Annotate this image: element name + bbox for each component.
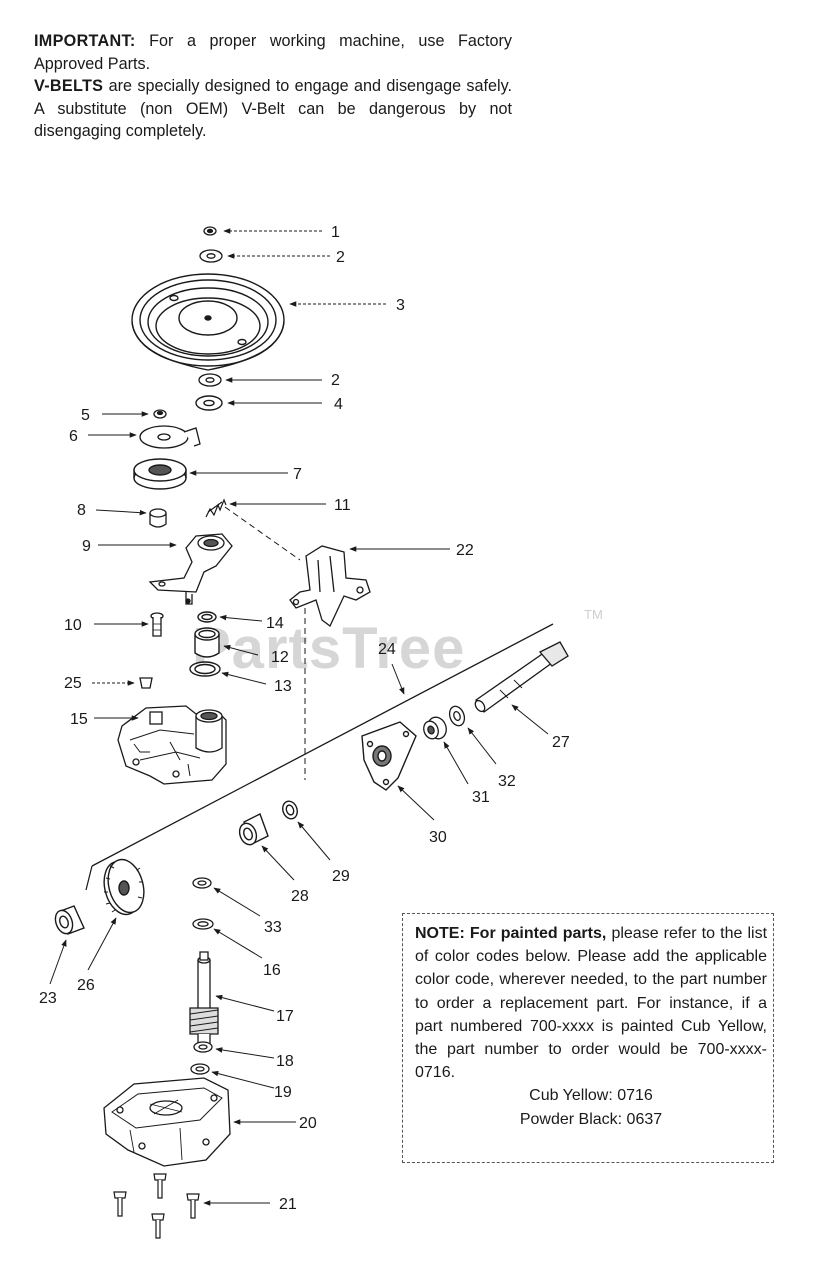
part-housing-20 <box>103 1077 231 1167</box>
part-idler-arm-9 <box>148 533 233 605</box>
note-label: NOTE: <box>415 925 465 942</box>
callout-12: 12 <box>271 649 289 666</box>
part-bushing-28 <box>238 813 269 846</box>
screw-c <box>186 1193 200 1219</box>
part-nut-1 <box>203 226 217 236</box>
callout-23: 23 <box>39 990 57 1007</box>
callout-18: 18 <box>276 1053 294 1070</box>
note-label-painted: For painted parts, <box>469 925 607 942</box>
part-bolt-10 <box>150 612 164 637</box>
note-paragraph: NOTE: For painted parts, please refer to… <box>415 922 767 1084</box>
part-washer-4 <box>195 395 223 411</box>
callout-2-top: 2 <box>336 249 345 266</box>
callout-13: 13 <box>274 678 292 695</box>
callout-25: 25 <box>64 675 82 692</box>
callout-7: 7 <box>293 466 302 483</box>
watermark-text: PartsTree <box>192 616 465 681</box>
part-bearing-7 <box>133 458 187 490</box>
color-code-cub-yellow: Cub Yellow: 0716 <box>529 1087 653 1105</box>
callout-1: 1 <box>331 224 340 241</box>
callout-19: 19 <box>274 1084 292 1101</box>
watermark-tm: TM <box>584 607 603 622</box>
assembly-line-spring <box>224 506 301 561</box>
part-bushing-12 <box>194 627 220 658</box>
callout-30: 30 <box>429 829 447 846</box>
callout-5: 5 <box>81 407 90 424</box>
part-collar-31 <box>423 716 447 740</box>
part-washer-32 <box>448 705 466 727</box>
part-ring-14 <box>197 611 217 623</box>
callout-28: 28 <box>291 888 309 905</box>
note-text: please refer to the list of color codes … <box>415 925 768 1082</box>
important-label: IMPORTANT: <box>34 32 136 50</box>
part-plate-30 <box>361 721 417 791</box>
callout-17: 17 <box>276 1008 294 1025</box>
screw-a <box>153 1173 167 1199</box>
part-washer-18 <box>193 1041 213 1053</box>
callout-31: 31 <box>472 789 490 806</box>
callout-21: 21 <box>279 1196 297 1213</box>
screw-b <box>113 1191 127 1217</box>
callout-9: 9 <box>82 538 91 555</box>
part-washer-16 <box>192 918 214 930</box>
part-washer-2-bottom <box>198 373 222 387</box>
callout-14: 14 <box>266 615 284 632</box>
callout-27: 27 <box>552 734 570 751</box>
intro-text: IMPORTANT: For a proper working machine,… <box>34 30 512 143</box>
shaft-axis-line-end <box>85 865 93 891</box>
callout-32: 32 <box>498 773 516 790</box>
vbelts-text: are specially designed to engage and dis… <box>34 77 512 141</box>
screw-d <box>151 1213 165 1239</box>
part-plug-25 <box>139 677 153 689</box>
part-spring-11 <box>205 498 227 518</box>
part-washer-33 <box>192 877 212 889</box>
callout-10: 10 <box>64 617 82 634</box>
painted-parts-note: NOTE: For painted parts, please refer to… <box>402 913 774 1163</box>
callout-2-bottom: 2 <box>331 372 340 389</box>
callout-11: 11 <box>334 497 351 514</box>
callout-6: 6 <box>69 428 78 445</box>
callout-24: 24 <box>378 641 396 658</box>
part-bracket-6 <box>139 425 201 449</box>
color-code-powder-black: Powder Black: 0637 <box>519 1110 663 1128</box>
callout-15: 15 <box>70 711 88 728</box>
important-text: For a proper working machine, use Factor… <box>34 32 513 73</box>
part-pulley-3 <box>131 273 285 371</box>
callout-26: 26 <box>77 977 95 994</box>
callout-4: 4 <box>334 396 343 413</box>
vbelts-label: V-BELTS <box>34 77 104 96</box>
part-housing-15 <box>117 705 227 785</box>
vbelts-paragraph: V-BELTS are specially designed to engage… <box>34 75 512 143</box>
callout-22: 22 <box>456 542 474 559</box>
part-ring-29 <box>282 800 298 820</box>
part-bushing-23 <box>54 905 85 935</box>
callout-20: 20 <box>299 1115 317 1132</box>
part-nut-5 <box>153 409 167 419</box>
leader-lines <box>49 228 549 1206</box>
callout-3: 3 <box>396 297 405 314</box>
part-worm-shaft-17 <box>189 951 219 1045</box>
part-washer-2-top <box>199 249 223 263</box>
part-washer-13 <box>189 661 221 677</box>
important-paragraph: IMPORTANT: For a proper working machine,… <box>34 30 512 75</box>
callout-33: 33 <box>264 919 282 936</box>
part-gear-26 <box>103 858 145 916</box>
callout-16: 16 <box>263 962 281 979</box>
part-washer-19 <box>190 1063 210 1075</box>
part-screws-21 <box>113 1173 200 1239</box>
callout-8: 8 <box>77 502 86 519</box>
callout-29: 29 <box>332 868 350 885</box>
shaft-axis-line <box>91 623 554 867</box>
part-spacer-8 <box>149 508 167 528</box>
part-bracket-22 <box>289 545 371 628</box>
part-shaft-27 <box>474 641 569 713</box>
